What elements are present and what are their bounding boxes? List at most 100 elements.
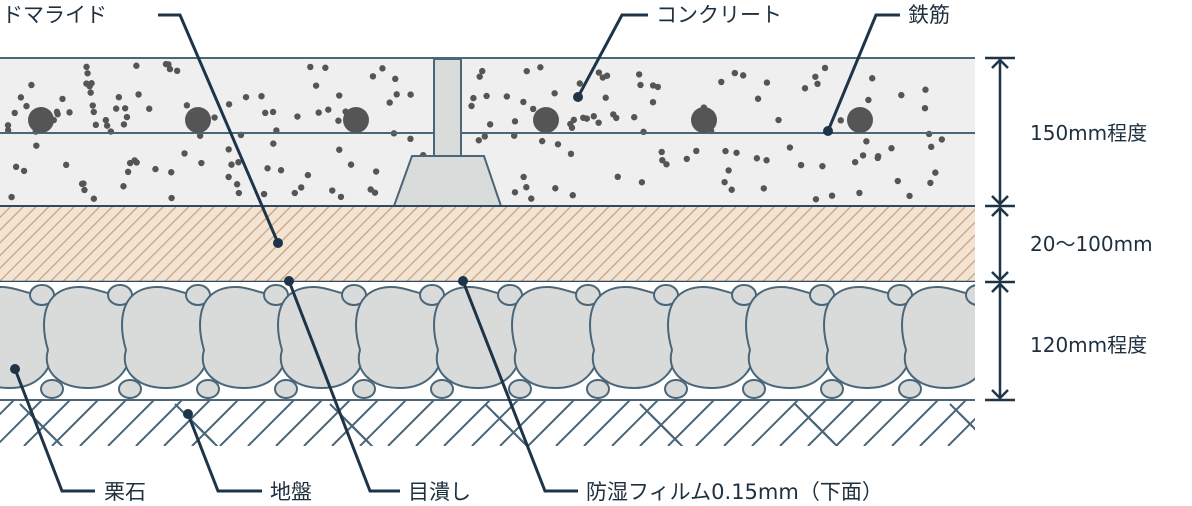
aggregate-dot <box>523 67 530 75</box>
ground-hatch-line <box>527 400 575 446</box>
ground-hatch-line <box>331 400 379 446</box>
aggregate-dot <box>89 102 96 109</box>
rebar-circle <box>847 107 873 133</box>
aggregate-dot <box>270 140 277 147</box>
aggregate-dot <box>131 157 138 164</box>
aggregate-dot <box>181 150 188 157</box>
aggregate-dot <box>121 105 129 112</box>
aggregate-dot <box>84 70 91 77</box>
aggregate-dot <box>225 146 232 153</box>
aggregate-dot <box>335 117 342 124</box>
aggregate-dot <box>135 91 142 98</box>
aggregate-dot <box>476 73 483 80</box>
rebar-circle <box>691 107 717 133</box>
ground-hatch-line <box>919 400 967 446</box>
aggregate-dot <box>11 109 18 117</box>
aggregate-dot <box>721 178 728 186</box>
aggregate-dot <box>837 117 844 124</box>
aggregate-dot <box>552 185 559 192</box>
ground-hatch-line <box>639 400 687 446</box>
aggregate-dot <box>152 165 159 173</box>
gravel-layer <box>0 282 975 400</box>
aggregate-dot <box>637 81 644 89</box>
aggregate-dot <box>392 75 399 83</box>
small-stone <box>274 379 298 399</box>
aggregate-dot <box>298 184 305 191</box>
aggregate-dot <box>262 109 269 117</box>
aggregate-dot <box>568 124 576 131</box>
aggregate-dot <box>196 132 204 139</box>
aggregate-dot <box>874 154 881 162</box>
leader-lines <box>10 13 900 493</box>
ground-hatch-line <box>751 400 799 446</box>
aggregate-dot <box>856 189 863 197</box>
aggregate-dot <box>258 92 265 100</box>
aggregate-dot <box>90 108 97 116</box>
aggregate-dot <box>554 141 562 148</box>
aggregate-dot <box>580 114 587 121</box>
aggregate-dot <box>112 105 120 112</box>
aggregate-dot <box>233 181 241 188</box>
aggregate-dot <box>470 94 477 102</box>
aggregate-dot <box>81 186 88 194</box>
aggregate-dot <box>520 173 527 181</box>
aggregate-dot <box>133 62 140 69</box>
aggregate-dot <box>468 102 475 110</box>
label-film: 防湿フィルム0.15mm（下面） <box>586 480 883 504</box>
small-stone <box>898 379 922 399</box>
aggregate-dot <box>479 67 486 75</box>
aggregate-dot <box>819 162 826 170</box>
aggregate-dot <box>329 187 336 194</box>
ground-hatch-line <box>863 400 911 446</box>
aggregate-dot <box>20 167 28 175</box>
ground-hatch-line <box>359 400 407 446</box>
ground-hatch-line <box>471 400 519 446</box>
aggregate-dot <box>801 85 809 92</box>
ground-tick <box>502 421 529 446</box>
aggregate-dot <box>103 122 111 129</box>
aggregate-dot <box>102 116 110 124</box>
aggregate-dot <box>372 168 380 175</box>
aggregate-dot <box>693 147 700 155</box>
aggregate-dot <box>367 186 374 193</box>
aggregate-dot <box>23 102 30 110</box>
aggregate-dot <box>683 155 690 163</box>
aggregate-dot <box>786 144 794 151</box>
aggregate-dot <box>595 119 602 126</box>
aggregate-dot <box>59 95 66 103</box>
aggregate-dot <box>115 93 123 101</box>
aggregate-dot <box>277 167 285 174</box>
aggregate-dot <box>938 136 946 143</box>
aggregate-dot <box>146 105 153 112</box>
aggregate-dot <box>658 148 665 156</box>
aggregate-dot <box>538 137 546 145</box>
aggregate-dot <box>576 80 584 87</box>
aggregate-dot <box>722 147 729 155</box>
aggregate-dot <box>654 83 662 91</box>
ground-hatch-line <box>107 400 155 446</box>
aggregate-dot <box>8 193 15 201</box>
aggregate-dot <box>120 121 128 128</box>
aggregate-dot <box>28 81 35 89</box>
aggregate-dot <box>393 91 400 98</box>
small-stone <box>352 379 376 399</box>
aggregate-dot <box>590 113 597 120</box>
ground-hatch-line <box>891 400 939 446</box>
aggregate-dot <box>407 91 414 98</box>
aggregate-dot <box>753 155 761 162</box>
aggregate-dot <box>906 192 913 200</box>
ground-hatch-line <box>415 400 463 446</box>
ground-hatch-line <box>219 400 267 446</box>
aggregate-dot <box>173 67 181 75</box>
aggregate-dot <box>537 64 544 71</box>
aggregate-dot <box>4 122 12 129</box>
ground-hatch-line <box>443 400 491 446</box>
rebar-circle <box>28 107 54 133</box>
aggregate-dot <box>511 189 519 196</box>
aggregate-dot <box>635 71 643 78</box>
aggregate-dot <box>922 86 929 93</box>
aggregate-dot <box>733 149 740 156</box>
aggregate-dot <box>614 173 621 181</box>
aggregate-dot <box>312 82 320 89</box>
aggregate-dot <box>90 195 98 202</box>
